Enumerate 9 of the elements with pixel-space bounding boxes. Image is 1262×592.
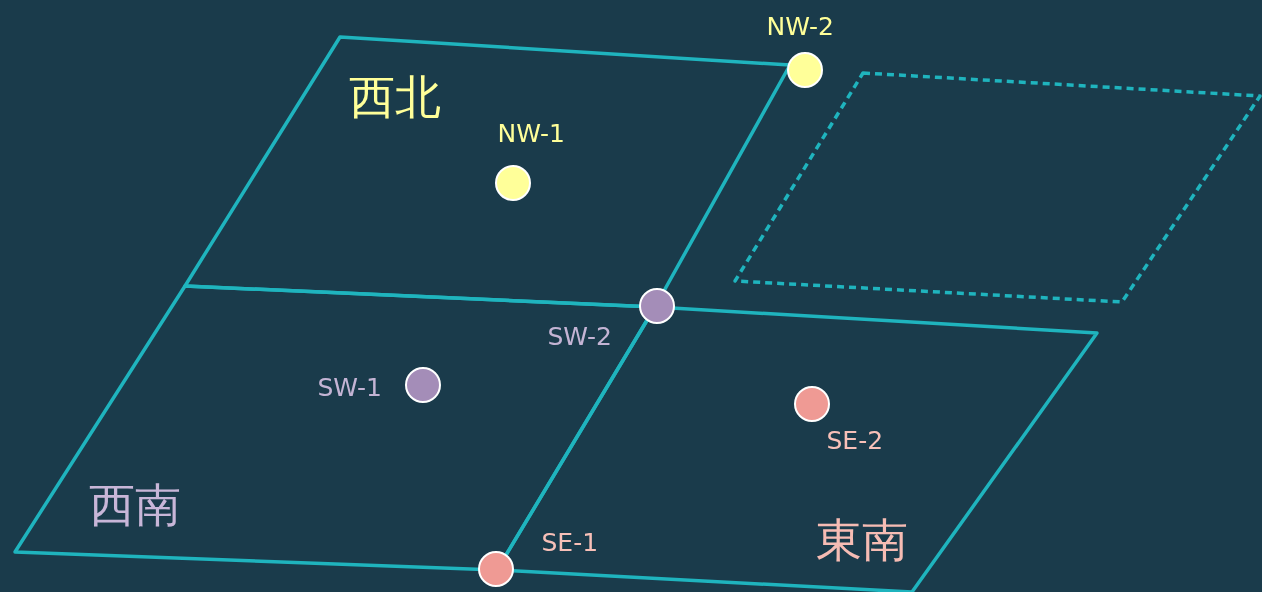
point-label: SE-2 bbox=[826, 427, 884, 455]
point-label: NW-2 bbox=[766, 13, 834, 41]
point-label: SE-1 bbox=[541, 529, 599, 557]
point-label: SW-2 bbox=[547, 323, 612, 351]
region-label: 西北 bbox=[349, 74, 441, 120]
region-label: 東南 bbox=[816, 517, 908, 563]
point-label: SW-1 bbox=[317, 374, 382, 402]
region-label: 西南 bbox=[89, 482, 181, 528]
point-label: NW-1 bbox=[497, 120, 565, 148]
